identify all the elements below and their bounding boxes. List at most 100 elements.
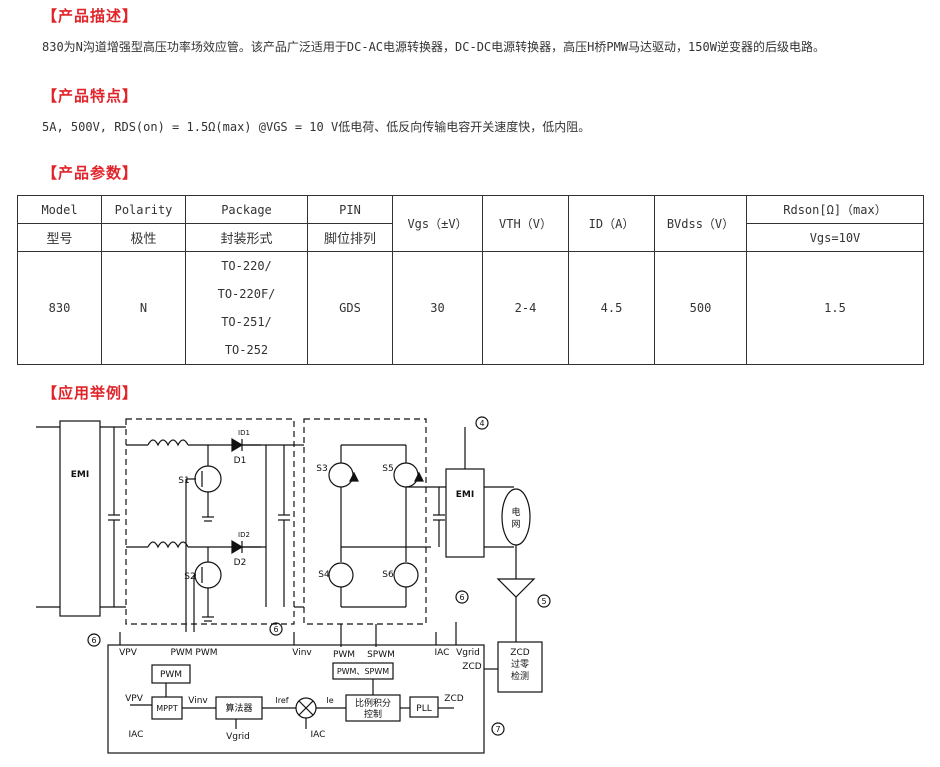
vpv-inner-label: VPV (125, 694, 144, 704)
pll-label: PLL (416, 704, 431, 714)
iac-label: IAC (435, 648, 450, 658)
header-bvdss: BVdss（V） (654, 195, 747, 252)
ie-label: Ie (326, 696, 333, 705)
switch-s2 (194, 561, 222, 589)
vgrid-label: Vgrid (456, 648, 480, 658)
header-model-cn: 型号 (17, 223, 102, 252)
diode-d1 (231, 437, 244, 453)
cell-bvdss: 500 (654, 251, 747, 365)
zcd-box-line-2: 过零 (511, 658, 529, 670)
parameter-table: Model Polarity Package PIN Vgs（±V） VTH（V… (17, 195, 924, 365)
header-vth: VTH（V） (482, 195, 569, 252)
switch-s3 (328, 462, 354, 488)
boost-stage-box (125, 418, 295, 625)
table-header-row: Model Polarity Package PIN Vgs（±V） VTH（V… (17, 195, 924, 252)
grid-label-2: 网 (511, 519, 520, 530)
id1-label: ID1 (238, 429, 250, 437)
pll-box (409, 696, 439, 718)
mppt-label: MPPT (156, 704, 178, 713)
cell-vth: 2-4 (482, 251, 569, 365)
s2-label: S2 (184, 572, 195, 582)
inverter-stage-box (303, 418, 427, 625)
package-line: TO-220F/ (217, 287, 276, 301)
pwm-box (151, 664, 191, 684)
header-package-cn: 封装形式 (185, 223, 308, 252)
marker-5-label: 5 (541, 597, 546, 606)
switch-s1 (194, 465, 222, 493)
cell-rdson: 1.5 (746, 251, 924, 365)
section-title-parameters: 【产品参数】 (42, 164, 139, 182)
vgrid-inner-label: Vgrid (226, 732, 250, 742)
features-text: 5A, 500V, RDS(on) = 1.5Ω(max) @VGS = 10 … (42, 120, 591, 134)
section-title-features: 【产品特点】 (42, 87, 139, 105)
section-title-application: 【应用举例】 (42, 384, 139, 402)
zcd-box-line-3: 检测 (511, 670, 529, 682)
header-polarity-cn: 极性 (101, 223, 186, 252)
marker-6c (455, 590, 469, 604)
pi-label-2: 控制 (364, 708, 382, 720)
header-rdson: Rdson[Ω]（max） (746, 195, 924, 224)
vpv-top-label: VPV (119, 648, 138, 658)
zcd-inner-label: ZCD (444, 694, 463, 704)
diode-d2 (231, 539, 244, 555)
emi-right-label: EMI (456, 490, 474, 500)
switch-s5 (393, 462, 419, 488)
pwm-box-label: PWM (160, 670, 182, 680)
header-model: Model (17, 195, 102, 224)
application-circuit-diagram: EMI EMI S1 S2 S3 S4 S5 S6 D1 D2 ID1 ID2 … (36, 416, 551, 754)
marker-6a (87, 633, 101, 647)
emi-filter-right (445, 468, 485, 558)
grid-label-1: 电 (511, 506, 520, 518)
description-text: 830为N沟道增强型高压功率场效应管。该产品广泛适用于DC-AC电源转换器，DC… (42, 40, 825, 54)
package-line: TO-251/ (221, 315, 272, 329)
marker-6c-label: 6 (459, 593, 464, 602)
s1-label: S1 (178, 476, 189, 486)
id2-label: ID2 (238, 531, 250, 539)
s6-label: S6 (382, 570, 394, 580)
pwm-label: PWM (333, 650, 355, 660)
header-vgs: Vgs（±V） (392, 195, 483, 252)
header-id: ID（A） (568, 195, 655, 252)
vinv-inner-label: Vinv (188, 696, 208, 706)
header-polarity: Polarity (101, 195, 186, 224)
package-line: TO-252 (224, 343, 269, 357)
package-line: TO-220/ (221, 259, 272, 273)
s5-label: S5 (382, 464, 393, 474)
zcd-detect-box (497, 641, 543, 693)
s3-label: S3 (316, 464, 327, 474)
cell-model: 830 (17, 251, 102, 365)
cell-id: 4.5 (568, 251, 655, 365)
cell-package: TO-220/ TO-220F/ TO-251/ TO-252 (185, 251, 308, 365)
header-pin-cn: 脚位排列 (307, 223, 393, 252)
iac-sum-label: IAC (311, 730, 326, 740)
algorithm-label: 算法器 (225, 702, 252, 714)
emi-filter-left (59, 420, 101, 617)
inductor-2 (147, 541, 189, 549)
marker-5 (537, 594, 551, 608)
marker-4 (475, 416, 489, 430)
switch-s6 (393, 562, 419, 588)
header-package: Package (185, 195, 308, 224)
marker-6a-label: 6 (91, 636, 96, 645)
spwm-label: SPWM (367, 650, 395, 660)
marker-7 (491, 722, 505, 736)
pwm-spwm-box-label: PWM、SPWM (337, 667, 389, 676)
marker-4-label: 4 (479, 419, 484, 428)
d2-label: D2 (234, 558, 247, 568)
section-title-description: 【产品描述】 (42, 7, 139, 25)
cell-polarity: N (101, 251, 186, 365)
iac-inner-label: IAC (129, 730, 144, 740)
table-subheader-row: 型号 极性 封装形式 脚位排列 Vgs=10V (17, 223, 924, 252)
vinv-top-label: Vinv (292, 648, 312, 658)
s4-label: S4 (318, 570, 330, 580)
marker-6b-label: 6 (273, 625, 278, 634)
d1-label: D1 (234, 456, 247, 466)
emi-left-label: EMI (71, 470, 89, 480)
pwm-spwm-box (332, 662, 394, 680)
inductor-1 (147, 439, 189, 447)
zcd-label: ZCD (462, 662, 481, 672)
cell-vgs: 30 (392, 251, 483, 365)
table-row: 830 N TO-220/ TO-220F/ TO-251/ TO-252 GD… (17, 251, 924, 365)
header-pin: PIN (307, 195, 393, 224)
switch-s4 (328, 562, 354, 588)
